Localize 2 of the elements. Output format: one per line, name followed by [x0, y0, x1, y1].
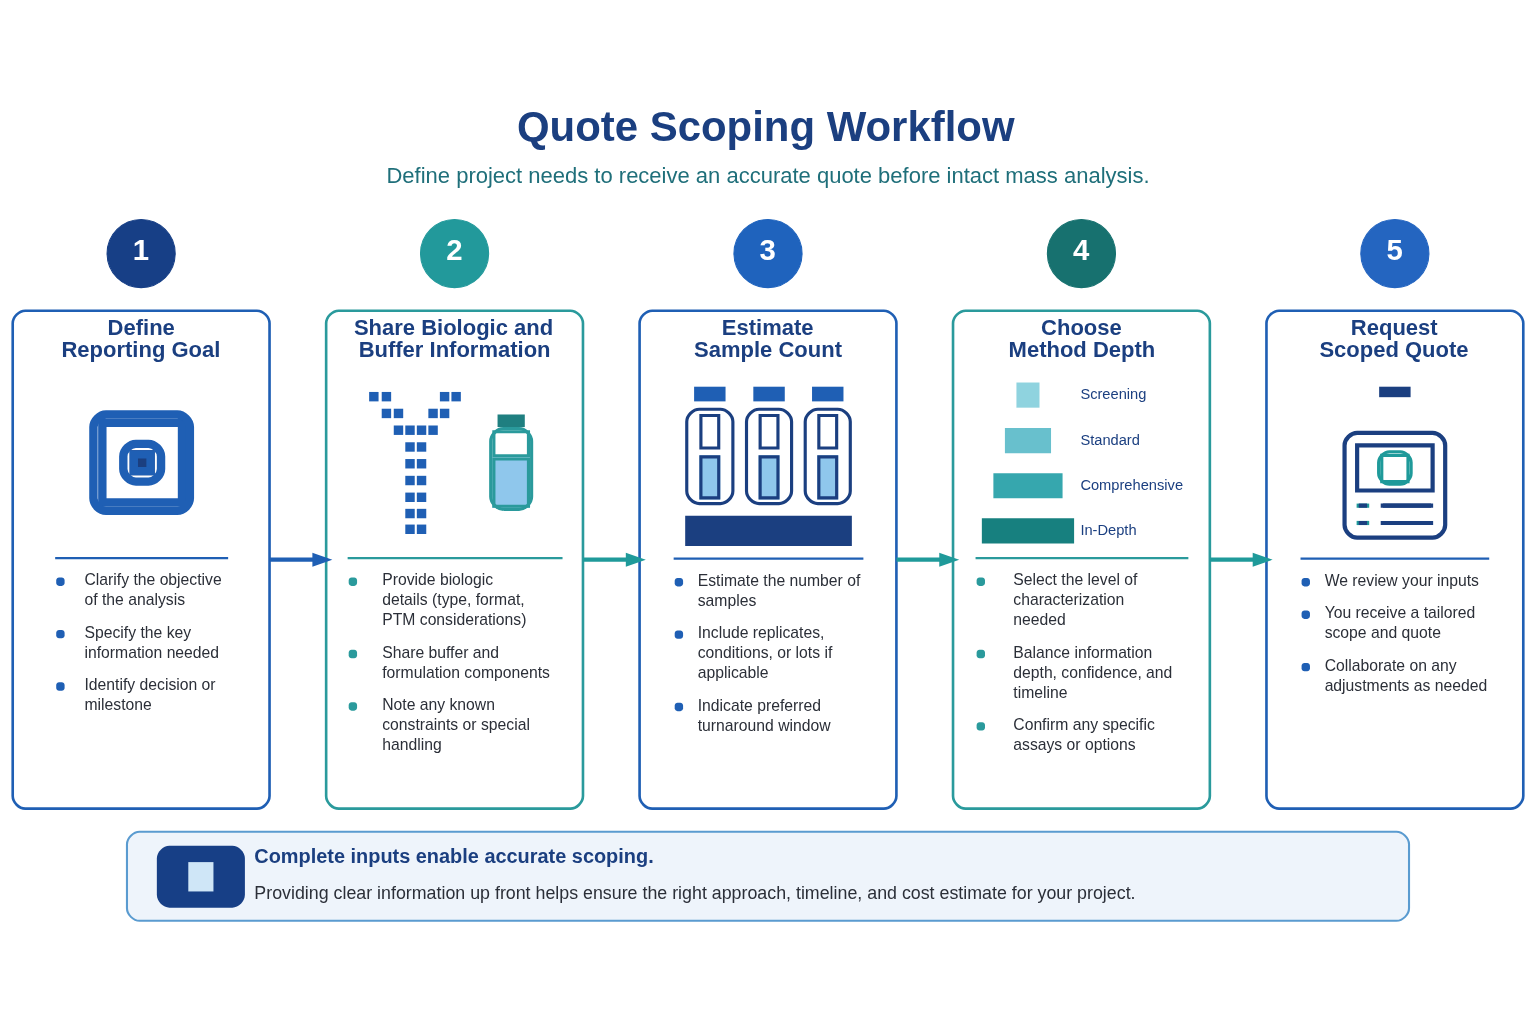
label: Define project needs to receive an accurate quote before intact mass analysis.: [386, 162, 1150, 188]
diagram-title: Quote Scoping Workflow: [516, 102, 1015, 150]
